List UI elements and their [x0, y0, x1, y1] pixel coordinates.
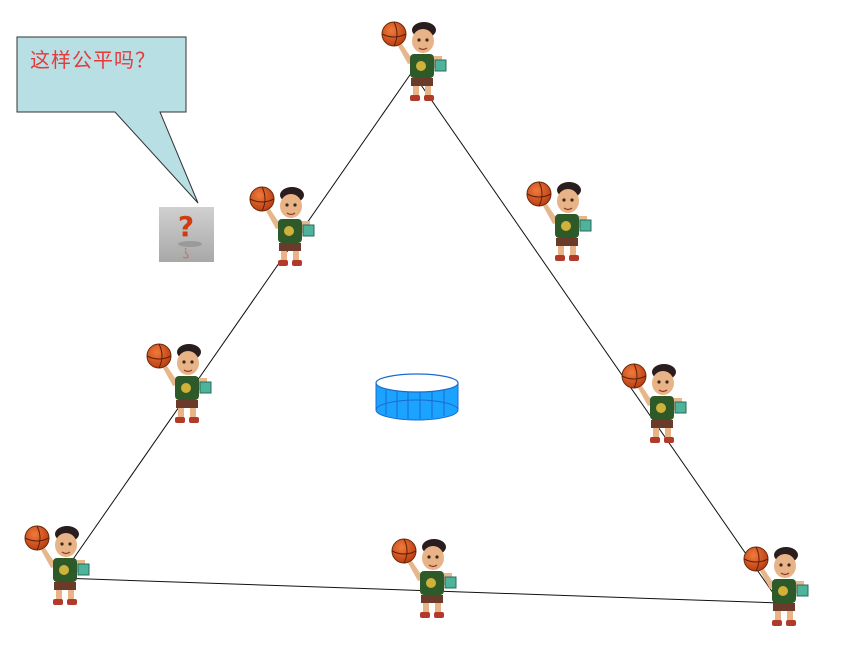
player-bottom-left [24, 525, 90, 606]
player-right-lower [621, 363, 687, 444]
triangle-edge-right [411, 71, 781, 604]
player-left-upper [249, 186, 315, 267]
speech-bubble [16, 36, 199, 204]
speech-bubble-text: 这样公平吗？ [30, 48, 156, 72]
player-right-upper [526, 181, 592, 262]
basket-icon [375, 373, 459, 421]
player-bottom-middle [391, 538, 457, 619]
player-top [381, 21, 447, 102]
svg-text:?: ? [182, 244, 189, 260]
player-left-lower [146, 343, 212, 424]
triangle-edge-left [59, 71, 413, 579]
player-bottom-right [743, 546, 809, 627]
svg-text:?: ? [178, 210, 194, 243]
question-mark-icon: ? ? [159, 207, 214, 262]
